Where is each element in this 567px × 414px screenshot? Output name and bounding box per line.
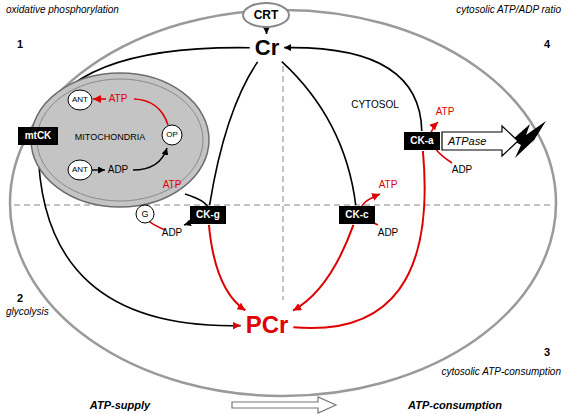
atpase-arrow: ATPase [442,126,518,156]
ellipse-outline [68,160,92,180]
metabolite-text: ADP [452,165,473,175]
node-text: ATPase [448,136,486,147]
connector [293,151,424,328]
process-circle: OP [161,124,183,146]
node-text: CK-a [410,136,433,146]
mitochondrion: MITOCHONDRIAANTANTOPmtCK [30,72,210,208]
callout-number: 3 [544,347,550,358]
compartment-label: CYTOSOL [351,100,399,110]
section-title: oxidative phosphorylation [6,5,119,15]
flow-label: ATP-supply [90,400,150,411]
cell-membrane [10,10,556,396]
metabolite-text: ATP [163,180,182,190]
arrow-outline [442,126,518,156]
ellipse-outline [136,205,154,223]
carrier-circle: ANT [67,89,93,111]
metabolite-text: ATP [436,107,455,117]
node-text: PCr [246,313,289,337]
metabolite-text: ATP [109,94,128,104]
node-text: G [141,210,148,219]
callout-number: 4 [544,39,550,50]
inner-membrane [37,79,203,201]
transport-arrow [133,148,167,170]
ellipse-outline [162,125,182,145]
node-text: CK-c [345,210,368,220]
ellipse-outline [68,90,92,110]
metabolite-label: Cr [251,35,283,61]
flow-label: ATP-consumption [408,400,502,411]
enzyme-box: CK-c [339,206,375,224]
quadrant-divider [282,66,284,300]
section-title: cytosolic ATP/ADP ratio [456,5,561,15]
transport-arrow [134,99,168,125]
callout-number: 2 [17,293,23,304]
node-text: CRT [254,9,279,21]
node-text: OP [166,131,178,139]
section-title: cytosolic ATP-consumption [442,367,562,377]
metabolite-text: ADP [108,165,129,175]
carrier-circle: ANT [67,159,93,181]
metabolite-text: ATP [379,180,398,190]
transport-arrow [92,169,105,170]
flow-arrow [232,397,336,413]
node-text: mtCK [25,131,52,141]
callout-number: 1 [17,39,23,50]
connector [209,225,245,310]
ellipse-outline [243,3,289,27]
node-text: CK-g [196,210,220,220]
node-text: Cr [255,37,279,59]
connector [266,29,268,34]
enzyme-box: CK-g [190,206,226,224]
connector [282,62,356,205]
section-title: glycolysis [6,307,49,317]
node-text: ANT [72,96,88,104]
transporter-ellipse: CRT [242,2,290,28]
enzyme-box: CK-a [404,132,440,150]
connector [284,48,422,131]
enzyme-box: mtCK [18,127,58,145]
connector [293,225,353,311]
node-text: MITOCHONDRIA [75,133,145,142]
metabolite-text: ADP [162,228,183,238]
transport-arrow [93,98,106,100]
connector [210,62,258,205]
process-circle: G [135,204,155,224]
metabolite-text: ADP [378,228,399,238]
node-text: ANT [72,166,88,174]
metabolite-label: PCr [242,311,293,339]
